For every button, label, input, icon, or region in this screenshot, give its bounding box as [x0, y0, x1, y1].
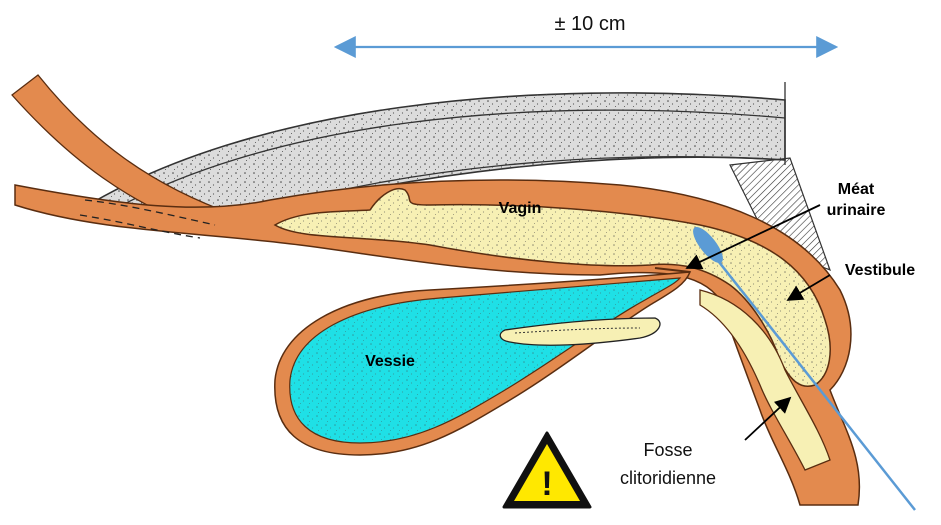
warning-symbol: !	[541, 465, 552, 503]
measure-label: ± 10 cm	[555, 13, 626, 35]
label-vestibule: Vestibule	[845, 262, 915, 279]
label-vagin: Vagin	[499, 200, 542, 217]
label-fosse-line2: clitoridienne	[620, 468, 716, 488]
warning-triangle-icon: !	[504, 433, 590, 507]
label-vessie: Vessie	[365, 353, 415, 370]
label-meat-line2: urinaire	[827, 202, 886, 219]
label-meat-line1: Méat	[838, 181, 875, 198]
label-fosse-line1: Fosse	[643, 440, 692, 460]
